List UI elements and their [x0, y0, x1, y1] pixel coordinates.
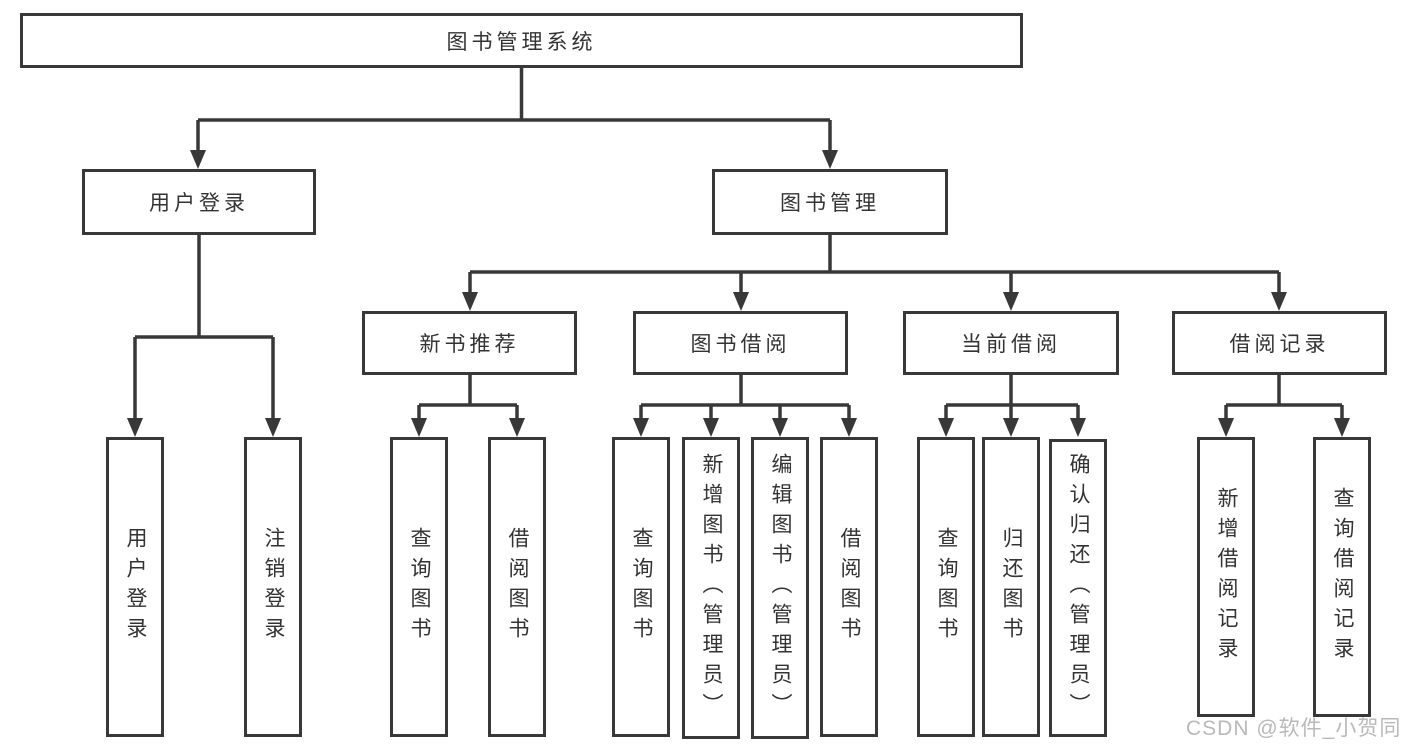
node-nbr-borrow-books: 借阅图书 [488, 437, 546, 737]
node-bb-query-books: 查询图书 [612, 437, 670, 737]
node-br-add-record: 新增借阅记录 [1197, 437, 1255, 717]
node-bb-add-books: 新增图书（管理员） [682, 437, 740, 739]
node-borrowing-records: 借阅记录 [1172, 311, 1387, 375]
node-user-login-branch: 用户登录 [82, 169, 316, 235]
node-bb-edit-books: 编辑图书（管理员） [751, 437, 809, 739]
node-nbr-query-books: 查询图书 [390, 437, 448, 737]
csdn-watermark: CSDN @软件_小贺同学 [1186, 717, 1402, 740]
node-root: 图书管理系统 [20, 13, 1023, 68]
node-cb-query-books: 查询图书 [917, 437, 975, 737]
node-cb-confirm-return: 确认归还（管理员） [1049, 439, 1107, 737]
node-bb-borrow-books: 借阅图书 [820, 437, 878, 737]
node-current-borrowing: 当前借阅 [903, 311, 1119, 375]
node-user-login: 用户登录 [106, 437, 164, 737]
node-book-borrowing: 图书借阅 [633, 311, 848, 375]
node-logout: 注销登录 [244, 437, 302, 737]
node-cb-return-books: 归还图书 [982, 437, 1040, 737]
node-new-book-recommend: 新书推荐 [362, 311, 577, 375]
node-br-query-record: 查询借阅记录 [1313, 437, 1371, 717]
node-book-management: 图书管理 [712, 169, 948, 235]
